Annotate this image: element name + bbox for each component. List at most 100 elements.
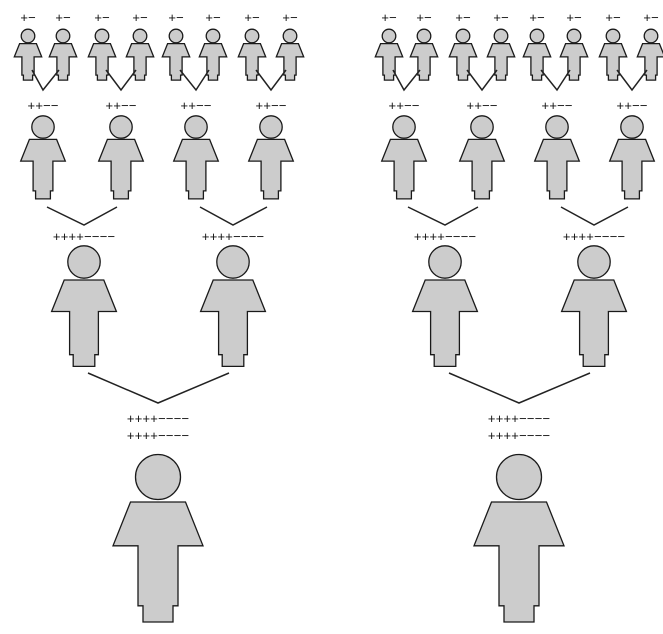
charge-label: ++−− bbox=[105, 99, 136, 114]
charge-label-line: ++++−−−− bbox=[563, 230, 626, 245]
charge-label-line: +− bbox=[381, 11, 397, 26]
charge-label-line: ++++−−−− bbox=[488, 412, 551, 427]
charge-label-line: +− bbox=[282, 11, 298, 26]
charge-label-line: +− bbox=[132, 11, 148, 26]
person-figure bbox=[237, 28, 267, 81]
person-body bbox=[275, 42, 305, 81]
person-figure bbox=[458, 115, 506, 200]
person-body bbox=[486, 42, 516, 81]
charge-label-line: +− bbox=[244, 11, 260, 26]
charge-label-line: +− bbox=[20, 11, 36, 26]
charge-label: +− bbox=[55, 11, 71, 26]
person-body bbox=[161, 42, 191, 81]
charge-label: +− bbox=[381, 11, 397, 26]
merge-line bbox=[466, 69, 498, 92]
charge-label-line: +− bbox=[55, 11, 71, 26]
charge-label-line: +− bbox=[416, 11, 432, 26]
charge-label: ++−− bbox=[255, 99, 286, 114]
merge-line bbox=[46, 206, 118, 226]
person-figure bbox=[409, 28, 439, 81]
person-figure bbox=[247, 115, 295, 200]
charge-label: +− bbox=[416, 11, 432, 26]
merge-line bbox=[87, 372, 230, 404]
person-body bbox=[112, 501, 204, 623]
charge-label: +− bbox=[282, 11, 298, 26]
person-body bbox=[409, 42, 439, 81]
person-figure bbox=[87, 28, 117, 81]
person-figure bbox=[19, 115, 67, 200]
person-figure bbox=[559, 28, 589, 81]
charge-label: ++++−−−− bbox=[414, 230, 477, 245]
charge-label: ++++−−−− ++++−−−− bbox=[488, 412, 551, 444]
person-body bbox=[473, 501, 565, 623]
charge-label-line: ++++−−−− bbox=[488, 429, 551, 444]
person-figure bbox=[161, 28, 191, 81]
charge-label: +− bbox=[168, 11, 184, 26]
charge-label: ++++−−−− bbox=[202, 230, 265, 245]
merge-line bbox=[179, 69, 210, 92]
charge-label-line: ++−− bbox=[466, 99, 497, 114]
person-figure bbox=[560, 245, 628, 368]
person-figure bbox=[172, 115, 220, 200]
merge-line bbox=[31, 69, 60, 92]
person-head bbox=[205, 28, 221, 44]
charge-label-line: ++++−−−− bbox=[202, 230, 265, 245]
person-head bbox=[55, 28, 71, 44]
charge-label: +− bbox=[643, 11, 659, 26]
person-head bbox=[620, 115, 644, 139]
charge-label-line: ++++−−−− bbox=[127, 429, 190, 444]
person-body bbox=[13, 42, 43, 81]
charge-label: +− bbox=[244, 11, 260, 26]
person-head bbox=[259, 115, 283, 139]
merge-line bbox=[616, 69, 648, 92]
person-figure bbox=[275, 28, 305, 81]
charge-label: ++−− bbox=[388, 99, 419, 114]
person-figure bbox=[411, 245, 479, 368]
charge-label-line: +− bbox=[529, 11, 545, 26]
merge-line bbox=[560, 206, 629, 226]
charge-label: ++−− bbox=[541, 99, 572, 114]
charge-label: +− bbox=[132, 11, 148, 26]
charge-label-line: ++++−−−− bbox=[127, 412, 190, 427]
person-figure bbox=[13, 28, 43, 81]
person-head bbox=[282, 28, 298, 44]
person-body bbox=[50, 279, 118, 368]
charge-label-line: ++−− bbox=[388, 99, 419, 114]
person-figure bbox=[97, 115, 145, 200]
charge-label: ++++−−−− bbox=[53, 230, 116, 245]
person-body bbox=[97, 138, 145, 200]
person-body bbox=[247, 138, 295, 200]
person-body bbox=[448, 42, 478, 81]
person-head bbox=[495, 453, 543, 501]
person-body bbox=[598, 42, 628, 81]
person-body bbox=[608, 138, 656, 200]
person-head bbox=[216, 245, 250, 279]
charge-label: +− bbox=[493, 11, 509, 26]
merge-line bbox=[105, 69, 137, 92]
person-head bbox=[470, 115, 494, 139]
person-body bbox=[19, 138, 67, 200]
person-body bbox=[560, 279, 628, 368]
charge-label: +− bbox=[94, 11, 110, 26]
person-figure bbox=[448, 28, 478, 81]
charge-label-line: ++−− bbox=[616, 99, 647, 114]
person-figure bbox=[473, 453, 565, 623]
person-body bbox=[198, 42, 228, 81]
charge-label-line: +− bbox=[605, 11, 621, 26]
charge-label-line: ++++−−−− bbox=[53, 230, 116, 245]
merge-line bbox=[392, 69, 421, 92]
person-figure bbox=[112, 453, 204, 623]
person-head bbox=[94, 28, 110, 44]
person-head bbox=[416, 28, 432, 44]
charge-label: ++−− bbox=[466, 99, 497, 114]
charge-label-line: +− bbox=[566, 11, 582, 26]
person-head bbox=[134, 453, 182, 501]
person-figure bbox=[199, 245, 267, 368]
merge-line bbox=[448, 372, 591, 404]
person-body bbox=[237, 42, 267, 81]
charge-label-line: +− bbox=[493, 11, 509, 26]
person-body bbox=[380, 138, 428, 200]
person-figure bbox=[198, 28, 228, 81]
person-head bbox=[392, 115, 416, 139]
